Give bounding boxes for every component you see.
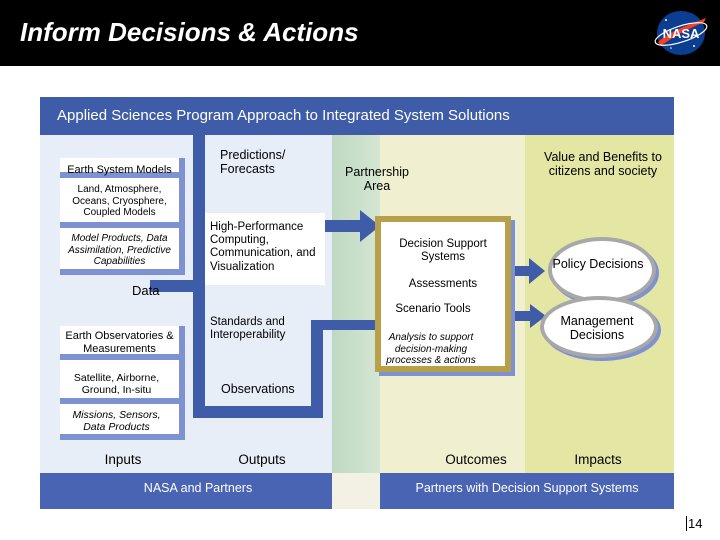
slide-title: Inform Decisions & Actions bbox=[20, 17, 359, 47]
dss-scenario-tools: Scenario Tools bbox=[395, 303, 471, 315]
earth-system-models-title-card bbox=[60, 158, 185, 178]
diagram-header-text: Applied Sciences Program Approach to Int… bbox=[57, 107, 510, 124]
observations-band-up bbox=[311, 320, 323, 418]
dss-title: Decision Support Systems bbox=[399, 238, 487, 264]
diagram-header bbox=[40, 97, 674, 135]
to-policy-arrow-icon bbox=[497, 258, 545, 284]
earth-system-models-title: Earth System Models bbox=[67, 164, 172, 176]
column-inputs: Inputs bbox=[104, 452, 142, 467]
partnership-column bbox=[332, 135, 380, 473]
nasa-logo-text: NASA bbox=[663, 26, 700, 41]
earth-system-models-subtitle: Land, Atmosphere, Oceans, Cryosphere, Co… bbox=[72, 184, 167, 218]
footer-left-label: NASA and Partners bbox=[143, 481, 253, 495]
policy-decisions-oval bbox=[548, 237, 656, 303]
footer-dss-partners bbox=[380, 473, 674, 509]
predictions-forecasts-label: Predictions/ Forecasts bbox=[220, 148, 286, 177]
earth-system-models-card bbox=[60, 178, 185, 228]
column-outcomes: Outcomes bbox=[445, 452, 507, 467]
earth-observatories-title: Earth Observatories & Measurements bbox=[65, 330, 174, 355]
column-outputs: Outputs bbox=[238, 452, 286, 467]
flow-band-vertical bbox=[193, 135, 205, 418]
value-benefits-label: Value and Benefits to citizens and socie… bbox=[544, 150, 662, 179]
page-number: 14 bbox=[688, 516, 703, 531]
partnership-area-label: Partnership Area bbox=[345, 165, 409, 194]
management-decisions-oval bbox=[540, 296, 658, 358]
missions-card bbox=[60, 404, 185, 440]
title-bar bbox=[0, 0, 720, 66]
observations-label: Observations bbox=[221, 382, 295, 396]
data-arrow-band bbox=[150, 280, 205, 292]
earth-observatories-title-card bbox=[60, 326, 185, 360]
model-products-card bbox=[60, 228, 185, 275]
to-management-arrow-icon bbox=[500, 304, 546, 328]
dss-box bbox=[375, 216, 511, 372]
earth-observatories-subtitle: Satellite, Airborne, Ground, In-situ bbox=[73, 372, 160, 397]
page-number-divider bbox=[686, 516, 687, 531]
to-dss-arrow-icon bbox=[322, 210, 380, 242]
hpc-card bbox=[205, 213, 325, 285]
dss-assessments: Assessments bbox=[408, 278, 478, 290]
hpc-label: High-Performance Computing, Communicatio… bbox=[210, 221, 316, 273]
data-label: Data bbox=[132, 283, 160, 298]
earth-observatories-card bbox=[60, 360, 185, 404]
observations-band-bottom bbox=[193, 406, 323, 418]
nasa-logo-icon: NASA bbox=[654, 11, 708, 55]
dss-analysis: Analysis to support decision-making proc… bbox=[386, 332, 476, 366]
management-decisions-label: Management Decisions bbox=[560, 314, 634, 343]
footer-right-label: Partners with Decision Support Systems bbox=[415, 481, 639, 495]
model-products-text: Model Products, Data Assimilation, Predi… bbox=[68, 233, 171, 267]
standards-label: Standards and Interoperability bbox=[210, 316, 286, 342]
column-impacts: Impacts bbox=[574, 452, 622, 467]
footer-nasa-partners bbox=[40, 473, 332, 509]
missions-text: Missions, Sensors, Data Products bbox=[72, 409, 161, 434]
policy-decisions-label: Policy Decisions bbox=[552, 257, 644, 271]
